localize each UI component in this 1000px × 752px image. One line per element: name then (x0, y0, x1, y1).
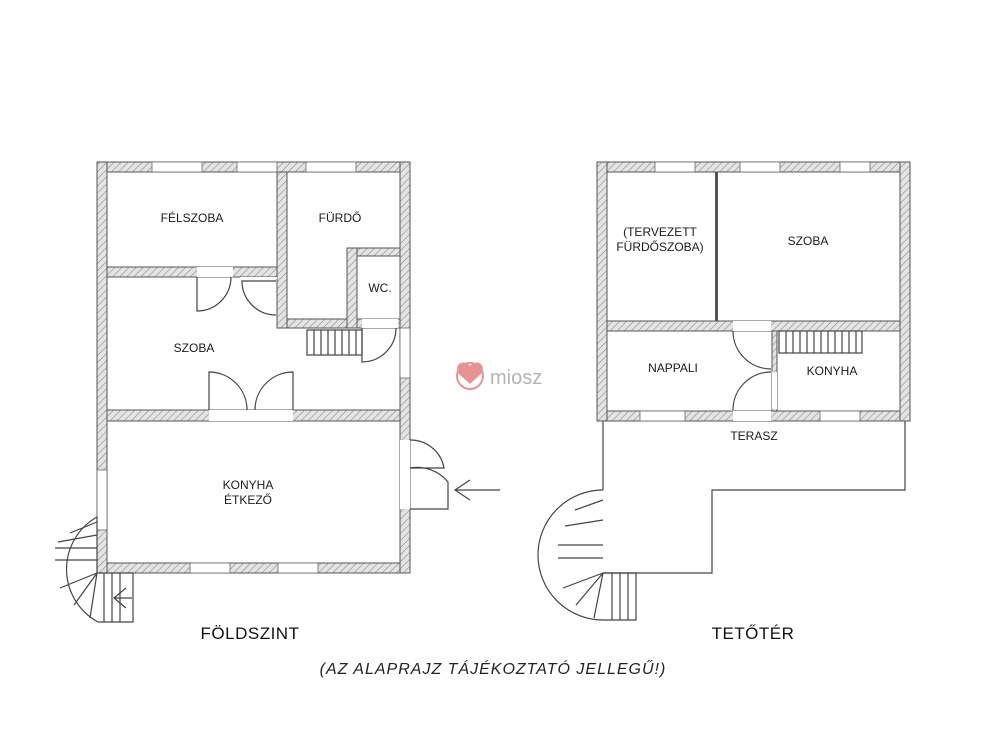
room-label-wc: WC. (368, 281, 391, 295)
window (739, 161, 781, 173)
spiral-staircase (55, 515, 134, 623)
entrance-arrow (453, 479, 500, 501)
watermark-text: miosz (490, 367, 542, 389)
door-swing (409, 439, 449, 510)
wall (96, 562, 411, 574)
door-swing (196, 276, 232, 312)
window (654, 161, 696, 173)
room-label-etkezo: ÉTKEZŐ (224, 492, 272, 507)
window (399, 327, 411, 379)
window (819, 410, 861, 422)
wall (286, 318, 401, 329)
window (839, 161, 871, 173)
room-label-terasz: TERASZ (730, 429, 777, 443)
window (305, 161, 357, 173)
room-label-furdoszoba: FÜRDŐSZOBA) (616, 239, 703, 254)
wall (771, 330, 778, 412)
door-swing (732, 330, 772, 370)
room-label-konyha-attic: KONYHA (807, 364, 858, 378)
wall (346, 247, 358, 329)
heart-icon (457, 362, 483, 384)
door-opening (197, 267, 233, 277)
logo-ring (456, 362, 484, 390)
door-opening (772, 372, 777, 409)
wall (106, 266, 279, 278)
ground-floor-title: FÖLDSZINT (201, 624, 300, 643)
door-swing (732, 371, 772, 411)
door-swing (241, 280, 277, 316)
wall (899, 161, 911, 422)
room-label-furdo: FÜRDŐ (319, 210, 362, 225)
window (151, 161, 203, 173)
watermark-logo: miosz (456, 362, 542, 390)
door-opening (400, 440, 410, 509)
door-opening (362, 319, 398, 328)
room-label-konyha: KONYHA (223, 478, 274, 492)
door-opening (209, 410, 293, 421)
door-swing (254, 371, 294, 411)
terrace-outline (602, 421, 906, 574)
wall (356, 247, 401, 257)
window (236, 161, 278, 173)
attic-plan: (TERVEZETT FÜRDŐSZOBA) SZOBA NAPPALI KON… (537, 161, 911, 643)
room-label-felszoba: FÉLSZOBA (161, 210, 224, 225)
ground-floor-plan: FÉLSZOBA FÜRDŐ WC. SZOBA KONYHA ÉTKEZŐ F… (55, 161, 500, 643)
room-label-nappali: NAPPALI (648, 361, 698, 375)
window (277, 562, 319, 574)
room-label-szoba-attic: SZOBA (788, 234, 829, 248)
window (639, 410, 686, 422)
door-swing (208, 371, 248, 411)
staircase (306, 329, 363, 356)
attic-title: TETŐTÉR (712, 624, 795, 643)
window (96, 469, 108, 531)
room-label-szoba: SZOBA (174, 341, 215, 355)
door-opening (733, 321, 771, 331)
disclaimer-note: (AZ ALAPRAJZ TÁJÉKOZTATÓ JELLEGŰ!) (320, 659, 667, 678)
room-label-tervezett: (TERVEZETT (623, 225, 697, 239)
window (189, 562, 231, 574)
spiral-staircase (537, 489, 637, 621)
door-opening (733, 411, 771, 421)
door-swing (361, 327, 397, 363)
staircase (778, 330, 863, 354)
wall (596, 161, 608, 422)
wall (276, 171, 288, 329)
wall (715, 172, 718, 321)
